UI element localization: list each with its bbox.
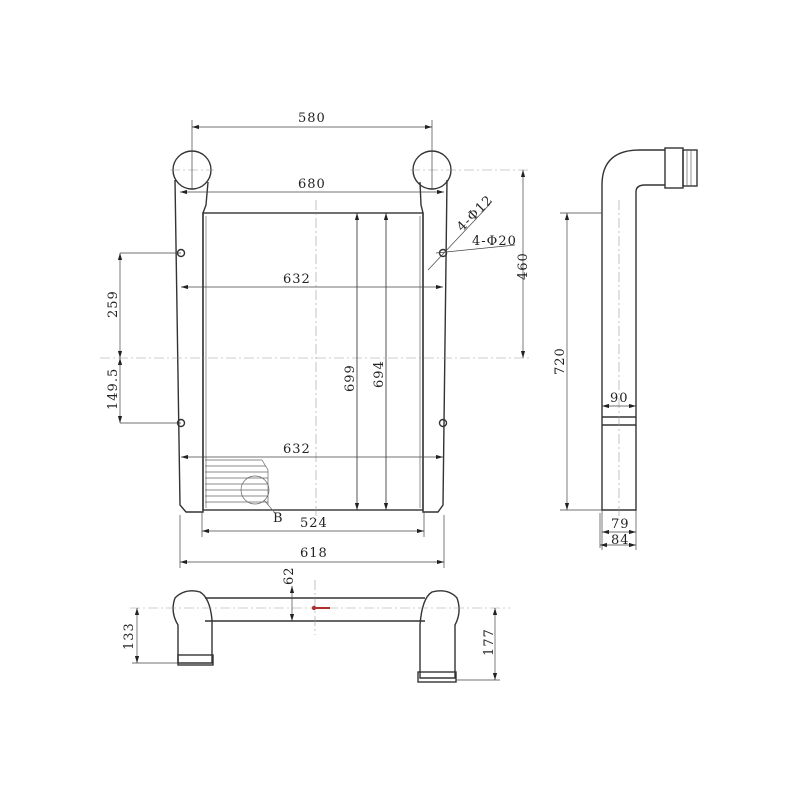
dim-149-5: 149.5 [106, 368, 121, 410]
dim-632-upper: 632 [283, 272, 311, 287]
left-elbow [172, 590, 213, 664]
dim-694: 694 [372, 360, 387, 388]
detail-b-label: B [273, 511, 284, 526]
dim-79: 79 [611, 517, 630, 532]
dim-133: 133 [122, 622, 137, 650]
dim-618: 618 [300, 546, 328, 561]
dim-524: 524 [300, 516, 328, 531]
detail-b-circle [240, 475, 270, 505]
right-elbow [419, 590, 460, 679]
dim-90: 90 [610, 391, 629, 406]
front-view: B 580 680 632 632 524 618 259 149.5 699 … [100, 111, 531, 568]
core [202, 212, 424, 511]
dim-460: 460 [516, 252, 531, 280]
mount-holes [176, 248, 448, 428]
dim-699: 699 [343, 364, 358, 392]
dim-62: 62 [282, 566, 297, 585]
dim-84: 84 [611, 533, 630, 548]
side-view: 720 90 79 84 [553, 147, 698, 550]
holes-4-phi20: 4-Φ20 [472, 234, 517, 249]
dim-580: 580 [298, 111, 326, 126]
dim-177: 177 [482, 628, 497, 656]
holes-4-phi12: 4-Φ12 [454, 192, 496, 234]
right-tank [419, 179, 448, 513]
left-tank [174, 179, 209, 513]
dim-680: 680 [298, 177, 326, 192]
bottom-view: 62 133 177 [122, 566, 510, 683]
dim-259: 259 [106, 290, 121, 318]
dim-632-lower: 632 [283, 442, 311, 457]
fin-hatch [205, 459, 269, 505]
dim-720: 720 [553, 347, 568, 375]
side-tank [601, 149, 665, 511]
